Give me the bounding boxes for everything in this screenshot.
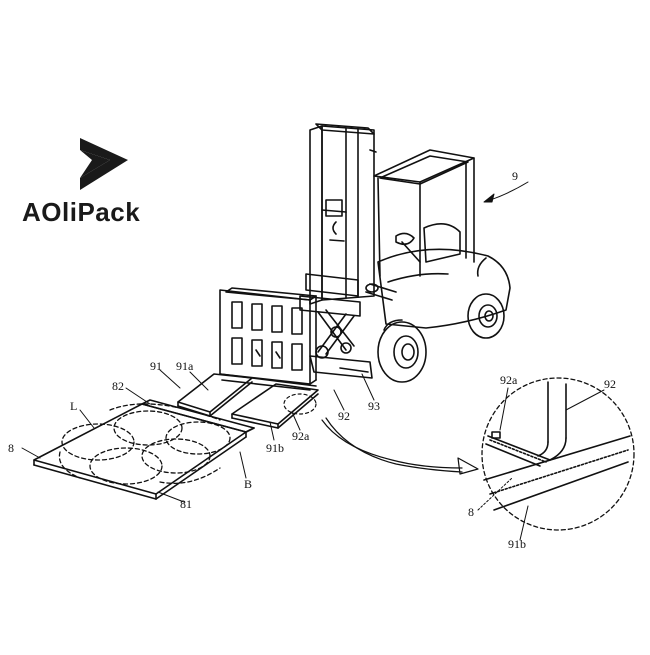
label-fork-left-tine: 91a — [176, 359, 194, 373]
label-detail-sheet: 8 — [468, 505, 474, 519]
label-load-side: L — [70, 399, 77, 413]
label-fork-assembly: 91 — [150, 359, 162, 373]
label-lift-bracket: 93 — [368, 399, 380, 413]
label-fork-right-tine: 91b — [266, 441, 284, 455]
label-bend-line: B — [244, 477, 252, 491]
label-detail-clamp-edge: 92a — [500, 373, 518, 387]
detail-marker — [283, 393, 317, 415]
play-chevron-logo — [80, 138, 128, 190]
label-detail-clamp-plate: 92 — [604, 377, 616, 391]
fork-tines — [177, 373, 319, 429]
detail-view — [481, 377, 635, 531]
brand-wordmark: AOliPack — [22, 197, 141, 227]
label-sheet: 8 — [8, 441, 14, 455]
load-bags — [58, 403, 231, 485]
label-sheet-front-edge: 81 — [180, 497, 192, 511]
label-detail-tine: 91b — [508, 537, 526, 551]
label-clamp-edge: 92a — [292, 429, 310, 443]
detail-callout-arrow — [321, 417, 479, 475]
label-clamp-plate: 92 — [338, 409, 350, 423]
label-sheet-back-edge: 82 — [112, 379, 124, 393]
lift-carriage — [299, 273, 373, 379]
label-forklift: 9 — [512, 169, 518, 183]
forklift-body — [365, 149, 511, 329]
slip-sheet — [33, 399, 255, 500]
leader-lines — [21, 181, 605, 541]
forklift-mast — [309, 123, 377, 305]
forklift-wheels — [377, 293, 505, 383]
load-backrest — [219, 287, 317, 385]
